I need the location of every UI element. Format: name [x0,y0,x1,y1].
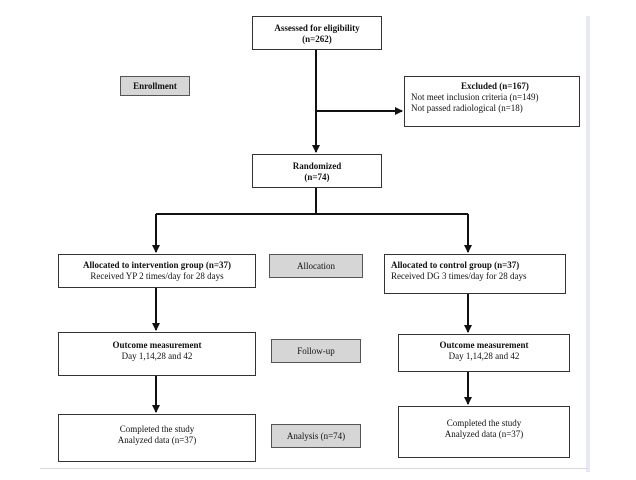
randomized-title: Randomized [292,161,342,171]
assessed-title: Assessed for eligibility [274,23,360,33]
stage-followup: Follow-up [271,339,361,363]
intervention-analysis-box: Completed the study Analyzed data (n=37) [58,414,256,462]
stage-enrollment: Enrollment [120,76,190,96]
excluded-reason-inclusion: Not meet inclusion criteria (n=149) [411,92,539,102]
stage-allocation-label: Allocation [297,261,335,271]
control-allocation-box: Allocated to control group (n=37) Receiv… [384,254,566,294]
stage-analysis-label: Analysis (n=74) [286,431,346,441]
intervention-outcome-days: Day 1,14,28 and 42 [121,351,193,361]
stage-followup-label: Follow-up [297,346,335,356]
excluded-title: Excluded (n=167) [461,81,529,91]
excluded-reason-radiological: Not passed radiological (n=18) [411,103,523,113]
intervention-allocation-box: Allocated to intervention group (n=37) R… [58,254,256,288]
randomized-count: (n=74) [304,172,330,182]
control-outcome-box: Outcome measurement Day 1,14,28 and 42 [398,334,570,372]
control-completed: Completed the study [446,418,522,428]
intervention-outcome-title: Outcome measurement [112,340,202,350]
control-allocated: Allocated to control group (n=37) [391,260,520,270]
intervention-analyzed: Analyzed data (n=37) [117,435,197,445]
control-outcome-days: Day 1,14,28 and 42 [448,351,520,361]
assessed-box: Assessed for eligibility (n=262) [252,16,382,50]
control-outcome-title: Outcome measurement [439,340,529,350]
intervention-treatment: Received YP 2 times/day for 28 days [90,271,224,281]
intervention-completed: Completed the study [119,424,195,434]
stage-analysis: Analysis (n=74) [271,424,361,448]
assessed-count: (n=262) [302,34,332,44]
page-edge-bottom [40,468,588,469]
randomized-box: Randomized (n=74) [252,154,382,188]
page-edge-right [586,16,590,472]
excluded-box: Excluded (n=167) Not meet inclusion crit… [404,76,580,127]
intervention-allocated: Allocated to intervention group (n=37) [83,260,231,270]
stage-allocation: Allocation [269,254,363,278]
control-analyzed: Analyzed data (n=37) [444,429,524,439]
control-treatment: Received DG 3 times/day for 28 days [391,271,527,281]
intervention-outcome-box: Outcome measurement Day 1,14,28 and 42 [58,332,256,376]
stage-enrollment-label: Enrollment [133,81,177,91]
control-analysis-box: Completed the study Analyzed data (n=37) [398,406,570,458]
